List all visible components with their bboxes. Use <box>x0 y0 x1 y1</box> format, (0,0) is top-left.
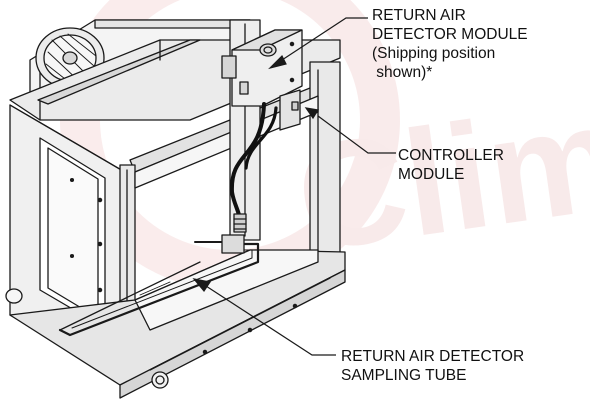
callout-line: CONTROLLER <box>398 147 504 164</box>
detector-module <box>221 29 303 107</box>
controller-module <box>279 89 301 131</box>
controller-leader <box>304 107 396 154</box>
callout-line: RETURN AIR <box>372 7 466 24</box>
sampling-tube-leader <box>192 278 336 356</box>
left-side-panel <box>5 104 131 381</box>
sampling-cable <box>229 102 278 233</box>
callout-arrow-icon <box>304 107 319 120</box>
leader-lines <box>192 17 396 356</box>
callout-controller-module: CONTROLLER MODULE <box>398 146 504 184</box>
callout-return-air-detector-module: RETURN AIR DETECTOR MODULE (Shipping pos… <box>372 6 528 82</box>
return-module-leader <box>268 17 368 70</box>
callout-arrow-icon <box>268 54 287 70</box>
callout-line: shown)* <box>372 64 433 81</box>
sampling-tube <box>58 234 260 337</box>
callout-line: DETECTOR MODULE <box>372 26 528 43</box>
callout-sampling-tube: RETURN AIR DETECTOR SAMPLING TUBE <box>341 347 524 385</box>
callout-arrow-icon <box>192 278 212 293</box>
callout-line: MODULE <box>398 166 465 183</box>
callout-line: SAMPLING TUBE <box>341 367 467 384</box>
floor-panel <box>59 249 319 331</box>
callout-line: RETURN AIR DETECTOR <box>341 348 525 365</box>
callout-line: (Shipping position <box>372 45 496 62</box>
